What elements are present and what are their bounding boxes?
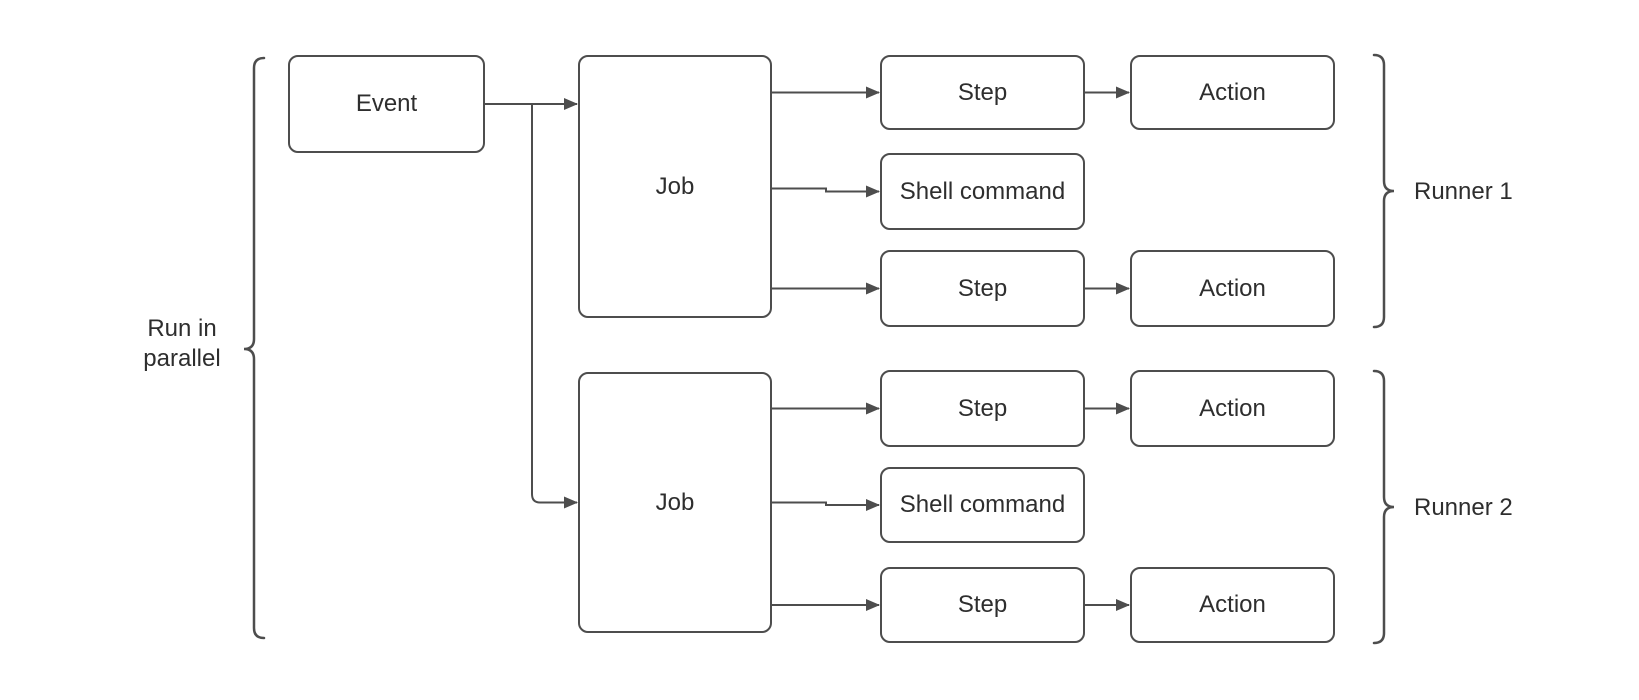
runner1-brace <box>1372 53 1395 329</box>
runner1-label: Runner 1 <box>1414 178 1513 205</box>
run-in-parallel-line1: Run in <box>147 315 217 342</box>
runner2-action1-node: Action <box>1130 370 1335 447</box>
runner1-action1-node: Action <box>1130 55 1335 130</box>
runner1-action2-node: Action <box>1130 250 1335 327</box>
arrow-job1-to-shell <box>772 185 880 198</box>
arrow-job2-to-shell <box>772 499 880 511</box>
run-in-parallel-line2: parallel <box>143 345 221 372</box>
event-node: Event <box>288 55 485 153</box>
runner2-label: Runner 2 <box>1414 494 1513 521</box>
runner2-step2-node: Step <box>880 567 1085 643</box>
job1-node: Job <box>578 55 772 318</box>
runner2-shell-command-node: Shell command <box>880 467 1085 543</box>
runner1-shell-command-node: Shell command <box>880 153 1085 230</box>
runner2-brace <box>1372 369 1395 645</box>
runner2-action2-node: Action <box>1130 567 1335 643</box>
job2-node: Job <box>578 372 772 633</box>
runner1-step1-node: Step <box>880 55 1085 130</box>
left-brace <box>243 56 266 640</box>
run-in-parallel-label: Run in parallel <box>112 314 252 374</box>
runner2-step1-node: Step <box>880 370 1085 447</box>
arrow-event-to-job2 <box>531 104 578 509</box>
runner1-step2-node: Step <box>880 250 1085 327</box>
